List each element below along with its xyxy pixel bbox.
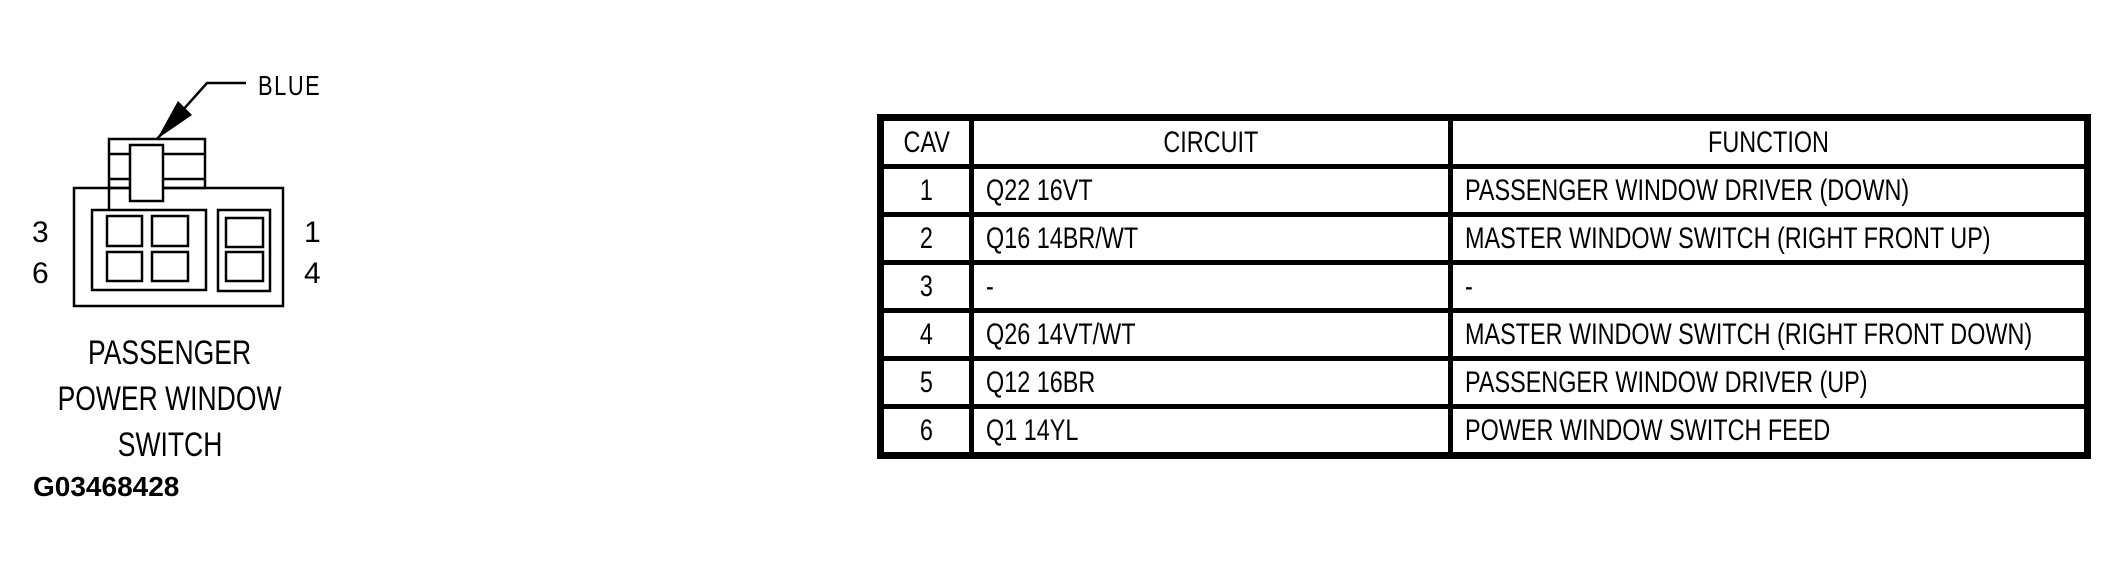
leader-line xyxy=(156,81,246,140)
pin-cavity xyxy=(224,216,265,249)
table-row: 4 Q26 14VT/WT MASTER WINDOW SWITCH (RIGH… xyxy=(878,308,2090,361)
latch-tab xyxy=(128,143,165,203)
circuit-cell: Q22 16VT xyxy=(969,164,1453,217)
caption-line-text: PASSENGER xyxy=(88,334,252,372)
circuit-cell: Q12 16BR xyxy=(969,356,1453,409)
caption-line-text: SWITCH xyxy=(117,426,223,464)
circuit-cell: Q1 14YL xyxy=(969,404,1453,458)
figure-id: G03468428 xyxy=(33,471,180,502)
connector-color-label-text: BLUE xyxy=(258,70,322,101)
pin-label-1: 1 xyxy=(304,216,321,249)
function-cell: MASTER WINDOW SWITCH (RIGHT FRONT DOWN) xyxy=(1448,308,2090,361)
header-cav: CAV xyxy=(878,115,974,169)
table-row: 5 Q12 16BR PASSENGER WINDOW DRIVER (UP) xyxy=(878,356,2090,409)
cavity-block-right xyxy=(216,208,272,293)
pin-label-4: 4 xyxy=(304,257,321,290)
table-row: 3 - - xyxy=(878,260,2090,313)
pin-label-3: 3 xyxy=(32,216,49,249)
cav-cell: 3 xyxy=(878,260,974,313)
caption-line: POWER WINDOW xyxy=(18,376,322,422)
circuit-cell: Q26 14VT/WT xyxy=(969,308,1453,361)
connector-diagram xyxy=(72,81,285,308)
header-function: FUNCTION xyxy=(1448,115,2090,169)
caption-line: PASSENGER xyxy=(18,330,322,376)
circuit-cell: Q16 14BR/WT xyxy=(969,212,1453,265)
cav-cell: 4 xyxy=(878,308,974,361)
function-cell: PASSENGER WINDOW DRIVER (DOWN) xyxy=(1448,164,2090,217)
table-row: 6 Q1 14YL POWER WINDOW SWITCH FEED xyxy=(878,404,2090,458)
function-cell: PASSENGER WINDOW DRIVER (UP) xyxy=(1448,356,2090,409)
pin-cavity xyxy=(105,250,144,283)
pin-label-6: 6 xyxy=(32,257,49,290)
function-cell: POWER WINDOW SWITCH FEED xyxy=(1448,404,2090,458)
leader-arrowhead-icon xyxy=(157,101,192,139)
pinout-table: CAV CIRCUIT FUNCTION 1 Q22 16VT PASSENGE… xyxy=(877,114,2091,459)
pin-cavity xyxy=(150,214,190,248)
pin-cavity xyxy=(150,250,190,283)
connector-body xyxy=(72,186,285,308)
function-cell: MASTER WINDOW SWITCH (RIGHT FRONT UP) xyxy=(1448,212,2090,265)
table-row: 1 Q22 16VT PASSENGER WINDOW DRIVER (DOWN… xyxy=(878,164,2090,217)
cav-cell: 1 xyxy=(878,164,974,217)
connector-caption: PASSENGER POWER WINDOW SWITCH xyxy=(18,330,322,468)
table-header-row: CAV CIRCUIT FUNCTION xyxy=(878,115,2090,169)
header-circuit: CIRCUIT xyxy=(969,115,1453,169)
caption-line-text: POWER WINDOW xyxy=(58,380,282,418)
cav-cell: 2 xyxy=(878,212,974,265)
function-cell: - xyxy=(1448,260,2090,313)
caption-line: SWITCH xyxy=(18,422,322,468)
pin-cavity xyxy=(224,250,265,283)
connector-color-label: BLUE xyxy=(258,72,339,100)
cav-cell: 6 xyxy=(878,404,974,458)
cavity-block-left xyxy=(90,208,208,292)
table-row: 2 Q16 14BR/WT MASTER WINDOW SWITCH (RIGH… xyxy=(878,212,2090,265)
cav-cell: 5 xyxy=(878,356,974,409)
circuit-cell: - xyxy=(969,260,1453,313)
pin-cavity xyxy=(105,214,144,248)
